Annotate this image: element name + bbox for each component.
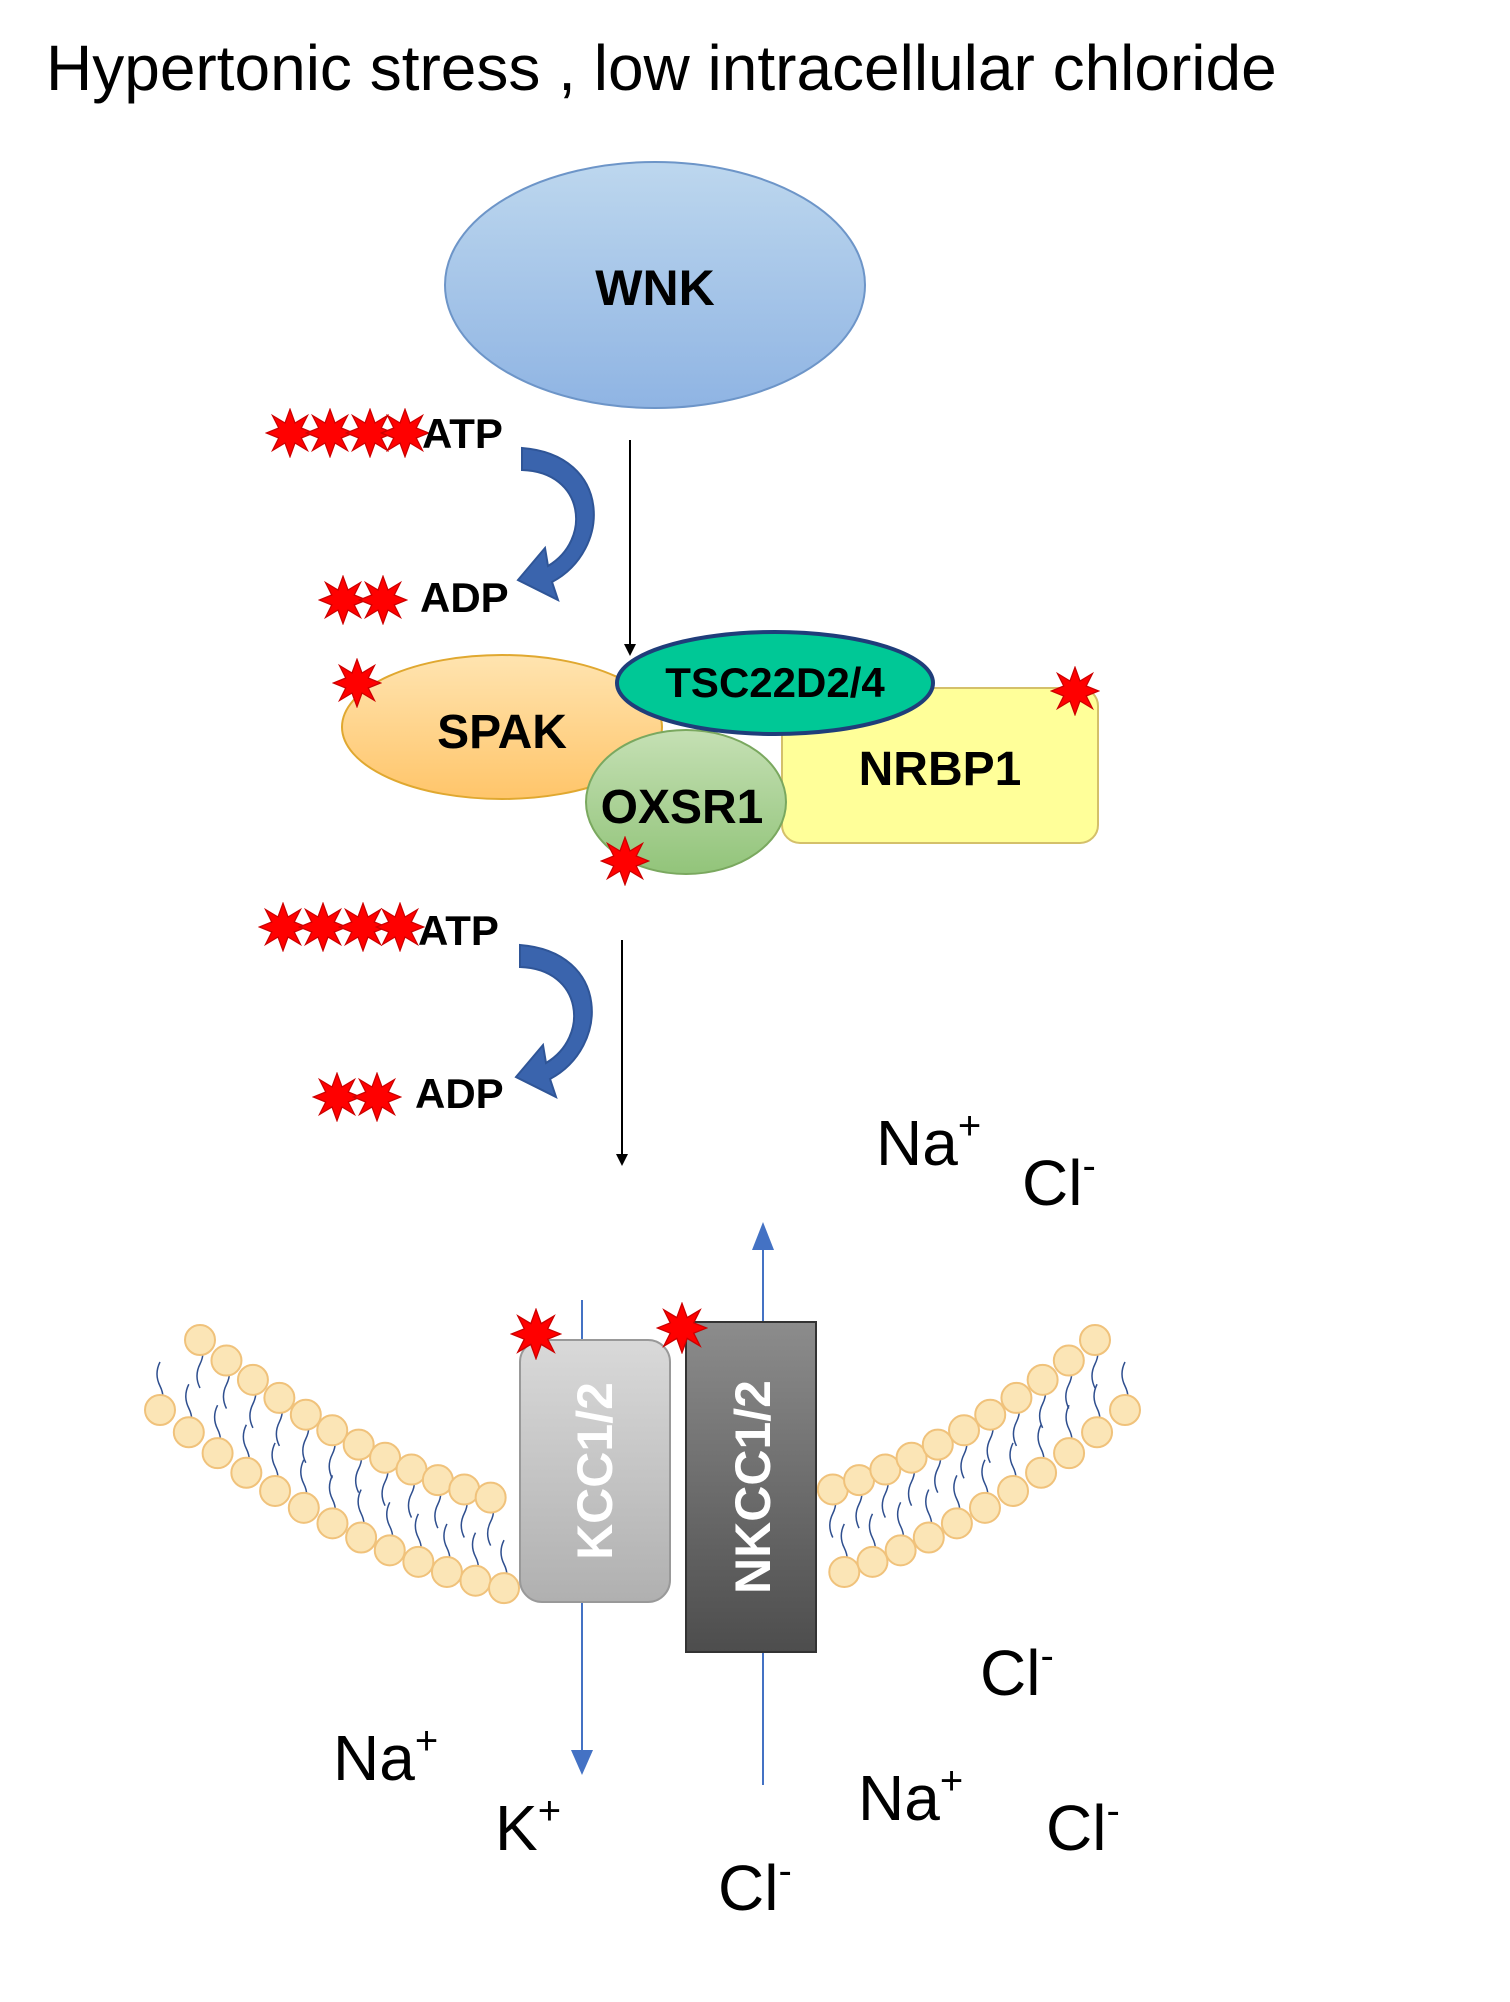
lipid-head (402, 1545, 435, 1578)
lipid-head (474, 1481, 507, 1514)
lipid-head (369, 1441, 402, 1474)
lipid-head (974, 1398, 1007, 1431)
phospho-star-group-adp-bottom (312, 1072, 402, 1122)
phospho-star-oxsr1 (600, 836, 650, 886)
lipid-head (1053, 1437, 1086, 1470)
phospho-star-group-atp-bottom (258, 902, 425, 952)
adp-label-top: ADP (420, 574, 509, 621)
curved-arrow-icon (516, 446, 595, 602)
lipid-head (884, 1534, 917, 1567)
lipid-head (869, 1453, 902, 1486)
lipid-head (921, 1428, 954, 1461)
lipid-head (1026, 1363, 1059, 1396)
lipid-head (316, 1507, 349, 1540)
diagram-title: Hypertonic stress , low intracellular ch… (46, 32, 1277, 104)
ion-cl-extracellular: Cl- (1022, 1144, 1096, 1219)
lipid-head (287, 1491, 320, 1524)
lipid-head (895, 1441, 928, 1474)
phospho-star-kcc (510, 1308, 562, 1360)
lipid-head (1025, 1456, 1058, 1489)
spak-node: SPAK (341, 654, 663, 800)
lipid-head (1052, 1344, 1085, 1377)
oxsr1-label: OXSR1 (601, 781, 764, 834)
lipid-head (488, 1572, 521, 1605)
lipid-head (940, 1507, 973, 1540)
phospho-star-group-adp-top (318, 575, 408, 625)
nrbp1-label: NRBP1 (859, 743, 1022, 796)
ion-na-extracellular: Na+ (876, 1104, 981, 1179)
lipid-head (1109, 1394, 1141, 1426)
lipid-head (184, 1324, 216, 1356)
lipid-head (1000, 1381, 1033, 1414)
lipid-head (144, 1394, 176, 1426)
phosphorylation-reaction-bottom: ATP ADP (258, 902, 593, 1122)
lipid-head (316, 1414, 349, 1447)
lipid-head (968, 1491, 1001, 1524)
lipid-head (997, 1474, 1030, 1507)
lipid-head (1079, 1324, 1111, 1356)
lipid-head (259, 1474, 292, 1507)
lipid-head (459, 1564, 492, 1597)
phospho-star-nkcc (656, 1302, 708, 1354)
tsc22d2-4-node: TSC22D2/4 (615, 630, 935, 736)
lipid-head (430, 1555, 463, 1588)
lipid-head (289, 1398, 322, 1431)
lipid-head (230, 1456, 263, 1489)
ion-cl-intracellular-bottom-right: Cl- (1046, 1789, 1120, 1864)
lipid-head (448, 1473, 481, 1506)
lipid-head (210, 1344, 243, 1377)
nkcc1-2-label: NKCC1/2 (725, 1380, 781, 1594)
lipid-head (912, 1521, 945, 1554)
phosphorylation-reaction-top: ATP ADP (265, 408, 595, 625)
lipid-head (948, 1414, 981, 1447)
ion-cl-intracellular-bottom: Cl- (718, 1849, 792, 1924)
adp-label-bottom: ADP (415, 1070, 504, 1117)
ion-cl-intracellular-right: Cl- (980, 1634, 1054, 1709)
ion-na-intracellular-left: Na+ (333, 1719, 438, 1794)
phospho-star-nrbp1 (1050, 666, 1100, 716)
lipid-bilayer (144, 1324, 1141, 1605)
lipid-head (828, 1555, 861, 1588)
ion-k-intracellular: K+ (495, 1789, 561, 1864)
lipid-head (373, 1534, 406, 1567)
curved-arrow-icon (514, 943, 593, 1099)
kcc1-2-transporter: KCC1/2 (519, 1339, 671, 1603)
atp-label-top: ATP (422, 410, 503, 457)
lipid-head (263, 1381, 296, 1414)
lipid-head (236, 1363, 269, 1396)
phospho-star-group-atp-top (265, 408, 430, 458)
atp-label-bottom: ATP (418, 907, 499, 954)
ion-na-intracellular-bottom: Na+ (858, 1759, 963, 1834)
phospho-star-spak (332, 658, 382, 708)
spak-label: SPAK (437, 706, 567, 759)
tsc22d2-4-label: TSC22D2/4 (665, 659, 885, 706)
kcc1-2-label: KCC1/2 (567, 1382, 623, 1560)
nkcc1-2-transporter: NKCC1/2 (685, 1321, 817, 1653)
lipid-head (1081, 1416, 1114, 1449)
lipid-head (201, 1437, 234, 1470)
wnk-label: WNK (595, 260, 714, 316)
lipid-head (342, 1428, 375, 1461)
lipid-head (856, 1545, 889, 1578)
lipid-head (172, 1416, 205, 1449)
wnk-node: WNK (444, 161, 866, 409)
oxsr1-node: OXSR1 (585, 729, 787, 875)
lipid-head (345, 1521, 378, 1554)
